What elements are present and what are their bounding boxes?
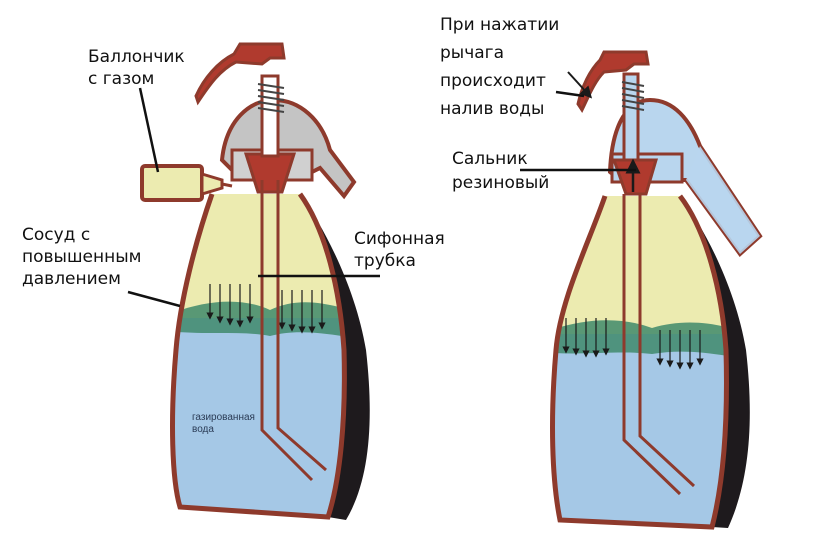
label-vessel-line3: давлением xyxy=(22,269,121,289)
label-gas-can-line2: с газом xyxy=(88,69,154,89)
left-bottle-shadow xyxy=(300,194,370,520)
right-bottle-shadow xyxy=(680,196,750,528)
label-siphon-tube-line2: трубка xyxy=(354,251,416,271)
label-lever-line2: рычага xyxy=(440,43,504,63)
lever-icon xyxy=(194,42,286,106)
left-water-zone xyxy=(172,318,345,517)
label-lever-line1: При нажатии xyxy=(440,15,559,35)
label-seal: Сальник резиновый xyxy=(452,149,549,193)
left-seal xyxy=(243,152,297,194)
spring-icon xyxy=(621,81,645,111)
label-seal-line2: резиновый xyxy=(452,173,549,193)
pressure-arrow-icon xyxy=(562,318,704,370)
left-bottle-wall xyxy=(170,192,347,520)
pressure-arrow-icon xyxy=(206,284,326,334)
label-lever-line4: налив воды xyxy=(440,99,544,119)
right-siphon-tube xyxy=(622,194,696,496)
left-siphon: газированная вода xyxy=(140,42,370,520)
label-gas-can-line1: Баллончик xyxy=(88,47,185,67)
flow-arrow-icon xyxy=(567,71,593,99)
label-lever: При нажатии рычага происходит налив воды xyxy=(440,15,559,119)
label-siphon-tube-line1: Сифонная xyxy=(354,229,445,249)
left-siphon-tube xyxy=(260,180,327,482)
lever-icon xyxy=(576,50,650,113)
water-label-line1: газированная xyxy=(192,412,255,423)
gas-can xyxy=(140,164,233,202)
leader-lines xyxy=(127,87,636,308)
water-label-line2: вода xyxy=(192,424,214,435)
label-lever-line3: происходит xyxy=(440,71,546,91)
label-vessel-line2: повышенным xyxy=(22,247,141,267)
left-foam-band xyxy=(172,301,345,342)
label-siphon-tube: Сифонная трубка xyxy=(354,229,445,271)
label-seal-line1: Сальник xyxy=(452,149,528,169)
right-bottle-wall xyxy=(550,194,729,530)
right-siphon xyxy=(550,50,763,530)
label-vessel-line1: Сосуд с xyxy=(22,225,90,245)
label-vessel: Сосуд с повышенным давлением xyxy=(22,225,141,289)
spring-icon xyxy=(257,83,285,113)
right-seal xyxy=(611,158,659,196)
label-gas-can: Баллончик с газом xyxy=(88,47,185,89)
left-head xyxy=(194,42,357,200)
